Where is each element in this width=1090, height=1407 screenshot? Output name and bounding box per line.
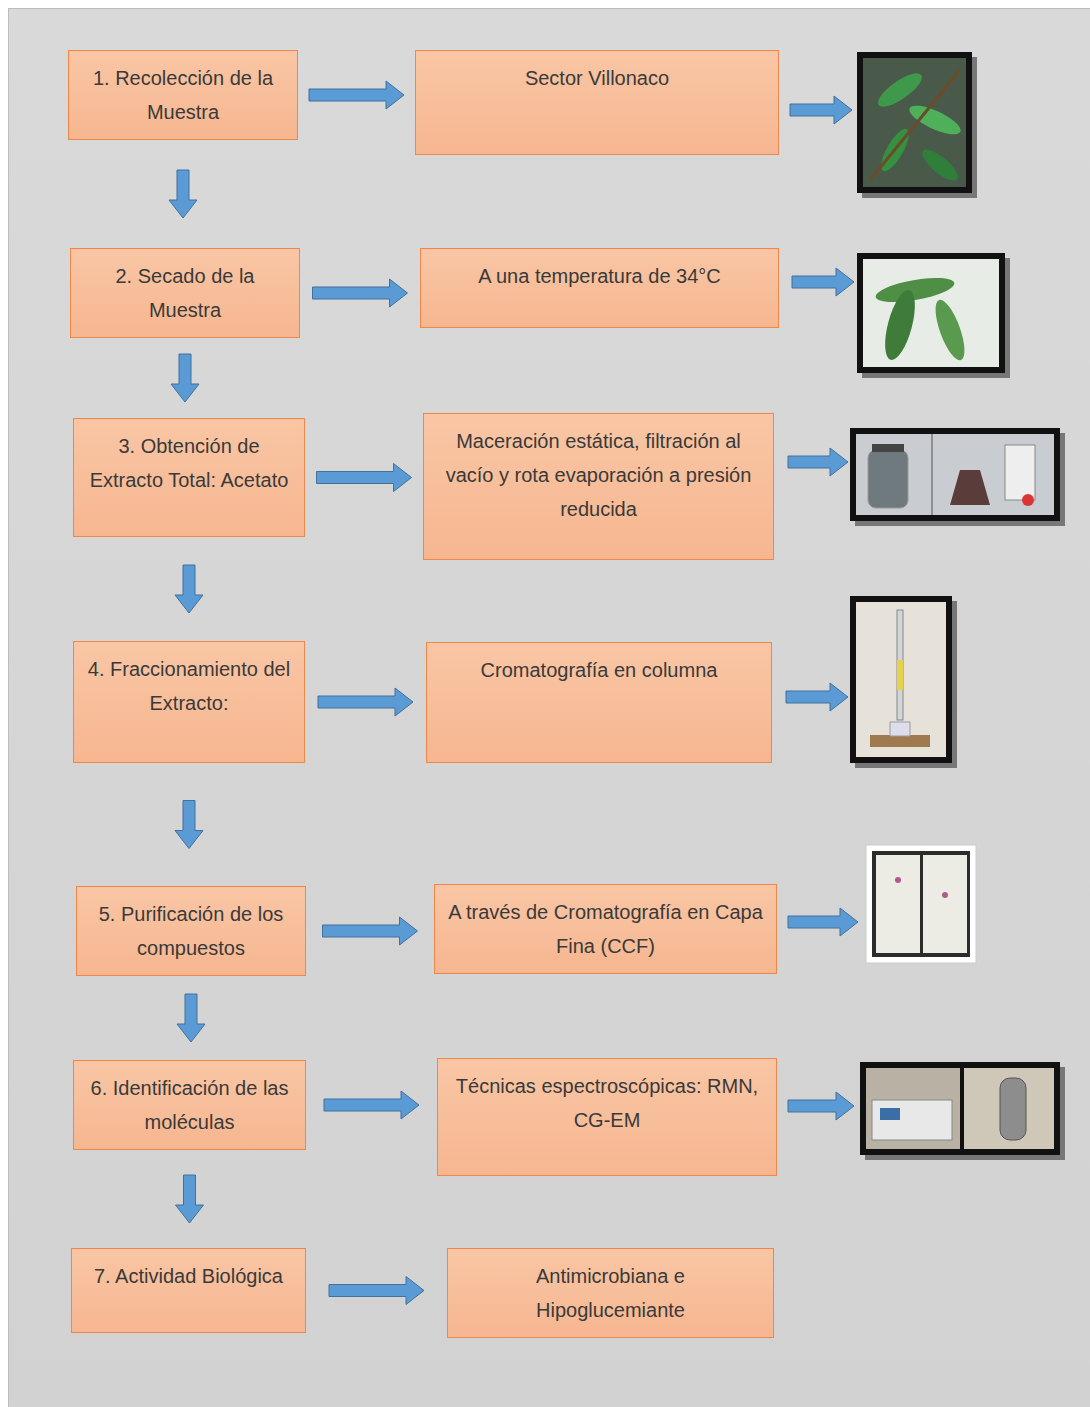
jar-lid	[872, 444, 904, 452]
photo-frame	[866, 845, 976, 963]
photo-ground	[856, 434, 1054, 515]
flow-arrow	[329, 1277, 424, 1305]
photo-arrow	[788, 1092, 854, 1120]
leaf	[906, 100, 964, 140]
photo-dried-leaves	[857, 253, 1010, 378]
box-text: A través de Cromatografía en Capa Fina (…	[447, 895, 764, 963]
collection-tube	[890, 722, 910, 736]
process-box: 3. Obtención de Extracto Total: Acetato	[73, 418, 305, 537]
process-box: 2. Secado de la Muestra	[70, 248, 300, 338]
box-text: Maceración estática, filtración al vacío…	[436, 424, 761, 526]
photo-ground	[866, 1068, 960, 1149]
flow-arrow	[175, 565, 203, 613]
process-box: Cromatografía en columna	[426, 642, 772, 763]
bench	[870, 735, 930, 747]
flow-arrow	[171, 354, 199, 402]
photo-shadow	[865, 1067, 1065, 1160]
flow-arrow	[323, 917, 418, 945]
photo-arrow	[788, 448, 848, 476]
process-box: 5. Purificación de los compuestos	[76, 886, 306, 976]
gc-ms-screen	[880, 1108, 900, 1120]
process-box: 1. Recolección de la Muestra	[68, 50, 298, 140]
photo-shadow	[862, 258, 1010, 378]
flow-arrow	[309, 81, 404, 109]
photo-frame	[860, 1062, 1060, 1155]
photo-shadow	[855, 601, 957, 768]
box-text: 4. Fraccionamiento del Extracto:	[86, 652, 292, 720]
leaf	[874, 68, 927, 113]
flow-arrow	[324, 1091, 419, 1119]
box-text: 5. Purificación de los compuestos	[89, 897, 293, 965]
maceration-jar	[868, 450, 908, 508]
tlc-plate	[876, 855, 920, 953]
box-text: 1. Recolección de la Muestra	[81, 61, 285, 129]
photo-arrow	[790, 96, 852, 124]
process-box: A través de Cromatografía en Capa Fina (…	[434, 884, 777, 974]
photo-column	[850, 596, 957, 768]
photo-frame	[850, 428, 1060, 521]
photo-arrow	[788, 908, 858, 936]
photo-divider	[932, 434, 933, 515]
box-text: 3. Obtención de Extracto Total: Acetato	[86, 429, 292, 497]
photo-frame	[850, 596, 952, 763]
leaf	[879, 287, 921, 363]
photo-frame	[857, 52, 972, 193]
process-box: Antimicrobiana e Hipoglucemiante	[447, 1248, 774, 1338]
tlc-plate	[923, 855, 967, 953]
photo-lab-extraction	[850, 428, 1065, 526]
flow-arrow	[318, 688, 413, 716]
photo-ground	[872, 851, 970, 957]
photo-shadow	[862, 57, 977, 198]
process-box: 4. Fraccionamiento del Extracto:	[73, 641, 305, 763]
column-band	[897, 660, 903, 690]
process-box: Maceración estática, filtración al vacío…	[423, 413, 774, 560]
box-text: Cromatografía en columna	[481, 653, 718, 687]
stem	[870, 70, 960, 180]
glass-column	[897, 610, 903, 720]
photo-arrow	[792, 268, 854, 296]
flow-arrow	[177, 994, 205, 1042]
flow-arrow	[176, 1175, 204, 1223]
photo-arrow	[786, 683, 848, 711]
photo-ground	[964, 1068, 1054, 1149]
process-box: A una temperatura de 34°C	[420, 248, 779, 328]
leaf	[930, 297, 971, 364]
process-box: 6. Identificación de las moléculas	[73, 1060, 306, 1150]
process-box: 7. Actividad Biológica	[71, 1248, 306, 1333]
box-text: Sector Villonaco	[525, 61, 669, 95]
photo-shadow	[855, 433, 1065, 526]
photo-frame	[857, 253, 1005, 373]
box-text: Técnicas espectroscópicas: RMN, CG-EM	[450, 1069, 764, 1137]
tlc-spot	[942, 892, 948, 898]
knob	[1022, 494, 1034, 506]
box-text: 7. Actividad Biológica	[94, 1259, 283, 1293]
photo-tlc	[866, 845, 976, 963]
process-box: Técnicas espectroscópicas: RMN, CG-EM	[437, 1058, 777, 1176]
rotary-evaporator	[1005, 445, 1035, 500]
gc-ms-unit	[872, 1100, 952, 1140]
tlc-spot	[895, 877, 901, 883]
flow-arrow	[313, 279, 408, 307]
photo-instruments	[860, 1062, 1065, 1160]
flow-arrow	[317, 464, 412, 492]
photo-ground	[863, 259, 999, 367]
box-text: 6. Identificación de las moléculas	[86, 1071, 293, 1139]
photo-arrows	[786, 96, 858, 1120]
flow-arrow	[169, 170, 197, 218]
nmr-magnet	[1000, 1078, 1026, 1140]
process-box: Sector Villonaco	[415, 50, 779, 155]
box-text: Antimicrobiana e Hipoglucemiante	[460, 1259, 761, 1327]
photo-ground	[856, 602, 946, 757]
flask	[950, 470, 990, 505]
flow-arrow	[175, 801, 203, 849]
box-text: 2. Secado de la Muestra	[83, 259, 287, 327]
photo-leaves	[857, 52, 977, 198]
leaf	[918, 145, 962, 186]
box-text: A una temperatura de 34°C	[478, 259, 721, 293]
photo-ground	[863, 58, 966, 187]
